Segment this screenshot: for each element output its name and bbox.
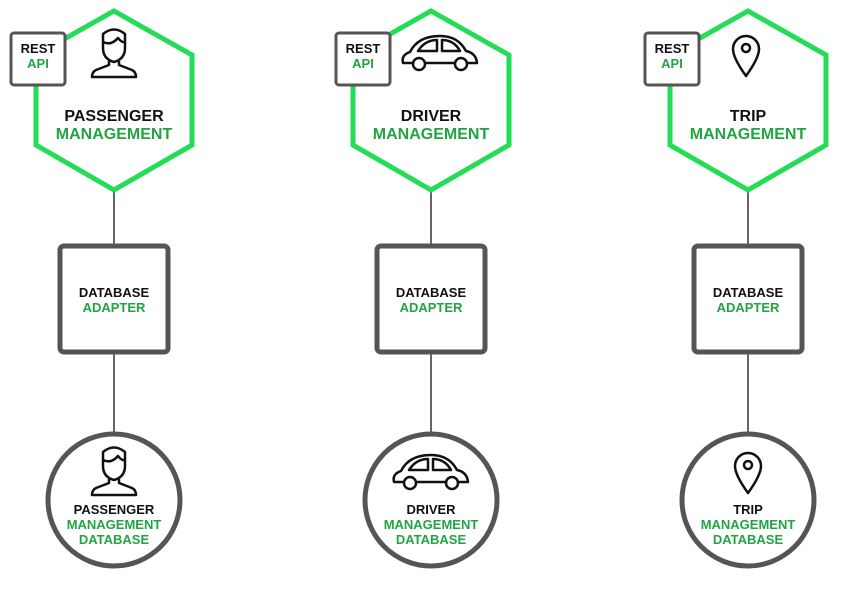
adapter-label: DATABASE ADAPTER [377, 285, 485, 316]
database-line3: DATABASE [78, 531, 150, 547]
database-name: DRIVER [406, 502, 456, 517]
rest-api-label: REST API [11, 41, 65, 72]
car-icon [401, 34, 479, 72]
api-label: API [661, 55, 683, 71]
database-line2: MANAGEMENT [383, 516, 479, 532]
service-name: TRIP [729, 108, 767, 125]
database-circle [362, 431, 500, 569]
rest-label: REST [20, 41, 56, 56]
adapter-line1: DATABASE [395, 285, 467, 300]
rest-api-label: REST API [645, 41, 699, 72]
database-line2: MANAGEMENT [700, 516, 796, 532]
driver-column [334, 8, 512, 569]
adapter-line1: DATABASE [712, 285, 784, 300]
database-label: DRIVER MANAGEMENT DATABASE [371, 502, 491, 548]
rest-label: REST [345, 41, 381, 56]
rest-api-box [9, 31, 67, 87]
api-label: API [352, 55, 374, 71]
adapter-line2: ADAPTER [82, 299, 146, 315]
database-adapter-box [374, 243, 488, 355]
adapter-line2: ADAPTER [399, 299, 463, 315]
service-name: DRIVER [400, 108, 462, 125]
adapter-label: DATABASE ADAPTER [694, 285, 802, 316]
service-title: DRIVER MANAGEMENT [353, 108, 509, 145]
database-label: TRIP MANAGEMENT DATABASE [688, 502, 808, 548]
location-pin-icon [731, 34, 761, 78]
rest-api-box [334, 31, 392, 87]
database-line3: DATABASE [395, 531, 467, 547]
passenger-column [9, 8, 195, 569]
service-title: PASSENGER MANAGEMENT [36, 108, 192, 145]
rest-label: REST [654, 41, 690, 56]
adapter-label: DATABASE ADAPTER [60, 285, 168, 316]
person-icon [90, 28, 138, 79]
car-icon [392, 453, 470, 491]
service-title: TRIP MANAGEMENT [670, 108, 826, 145]
adapter-line1: DATABASE [78, 285, 150, 300]
database-name: PASSENGER [73, 502, 155, 517]
database-name: TRIP [733, 502, 763, 517]
service-subtitle: MANAGEMENT [372, 126, 490, 144]
adapter-line2: ADAPTER [716, 299, 780, 315]
database-circle [679, 431, 817, 569]
location-pin-icon [733, 451, 763, 495]
database-line3: DATABASE [712, 531, 784, 547]
person-icon [90, 446, 138, 497]
database-label: PASSENGER MANAGEMENT DATABASE [54, 502, 174, 548]
database-circle [45, 431, 183, 569]
rest-api-label: REST API [336, 41, 390, 72]
service-subtitle: MANAGEMENT [689, 126, 807, 144]
trip-column [643, 8, 829, 569]
database-adapter-box [57, 243, 171, 355]
rest-api-box [643, 31, 701, 87]
database-adapter-box [691, 243, 805, 355]
service-name: PASSENGER [64, 108, 164, 125]
database-line2: MANAGEMENT [66, 516, 162, 532]
service-subtitle: MANAGEMENT [55, 126, 173, 144]
api-label: API [27, 55, 49, 71]
